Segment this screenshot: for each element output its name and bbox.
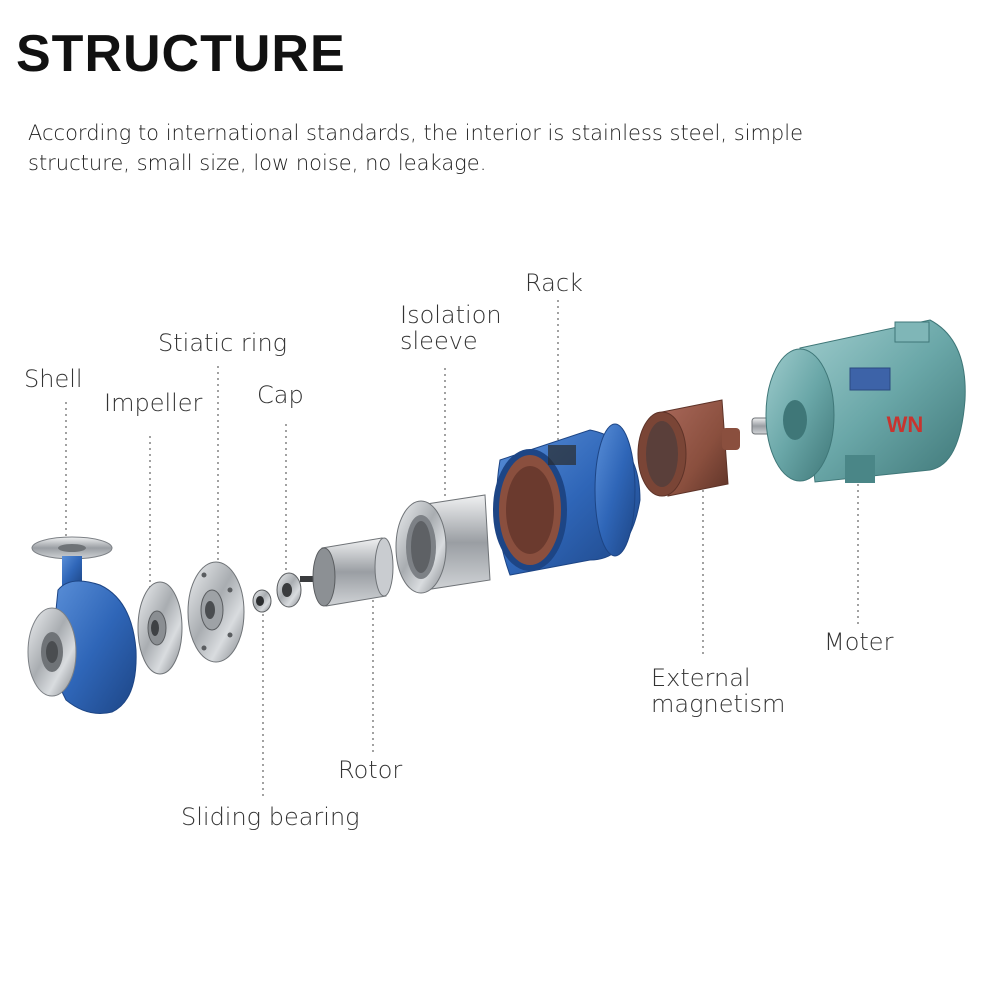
rotor-part [300,537,394,607]
motor-part: WN [751,319,966,483]
isolation-sleeve-part [395,494,491,594]
label-rotor: Rotor [338,756,403,784]
rack-part [493,423,641,576]
label-external-magnetism: External magnetism [651,664,786,718]
cap-part [276,572,302,608]
label-sliding-bearing: Sliding bearing [181,803,360,831]
motor-badge: WN [887,412,924,437]
sliding-bearing-part [252,589,272,613]
page-description: According to international standards, th… [28,121,804,175]
page-title: STRUCTURE [16,25,346,83]
label-isolation-sleeve: Isolation sleeve [400,301,502,355]
label-shell: Shell [24,365,83,393]
shell-part [27,536,137,714]
label-static-ring: Stiatic ring [158,329,288,357]
impeller-part [137,581,183,675]
label-impeller: Impeller [104,389,203,417]
label-motor: Moter [824,628,894,656]
label-cap: Cap [257,381,304,409]
static-ring-part [187,561,245,663]
external-magnetism-part [637,399,740,497]
label-rack: Rack [525,269,583,297]
